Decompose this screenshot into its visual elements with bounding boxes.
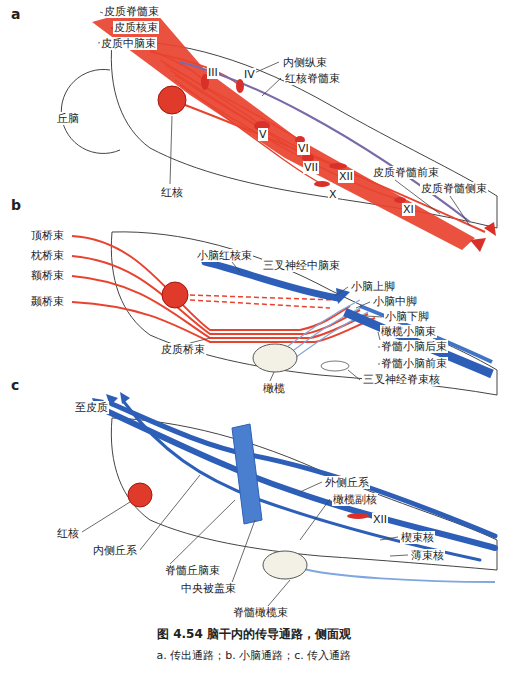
structure-label: 薄束核	[410, 549, 445, 562]
structure-label: XI	[402, 203, 415, 216]
panel-letter: a	[10, 6, 21, 22]
structure-label: 红核	[56, 527, 80, 540]
structure-label: 橄榄副核	[332, 493, 378, 506]
structure-label: 脊髓小脑后束	[380, 340, 448, 353]
structure-label: 脊髓丘脑束	[164, 564, 221, 577]
structure-label: 小脑红核束	[196, 249, 253, 262]
caption-subline: a. 传出通路；b. 小脑通路；c. 传入通路	[0, 648, 508, 663]
structure-label: 皮质脊髓束	[103, 5, 160, 18]
structure-label: 小脑中脚	[372, 295, 418, 308]
structure-label: IV	[243, 68, 256, 81]
structure-label: 丘脑	[56, 112, 80, 125]
structure-label: 脊髓小脑前束	[380, 357, 448, 370]
structure-label: 皮质核束	[113, 21, 159, 34]
structure-label: 小脑上脚	[350, 280, 396, 293]
structure-label: 楔束核	[400, 531, 435, 544]
panel-letter: c	[10, 377, 20, 393]
structure-label: 内侧丘系	[92, 544, 138, 557]
structure-label: 皮质桥束	[160, 343, 206, 356]
structure-label: 三叉神经脊束核	[362, 373, 441, 386]
structure-label: 至皮质	[74, 401, 109, 414]
structure-label: 额桥束	[30, 269, 65, 282]
structure-label: 脊髓橄榄束	[232, 606, 289, 619]
structure-label: 红核脊髓束	[284, 72, 341, 85]
structure-label: 皮质脊髓侧束	[420, 182, 488, 195]
structure-label: 颞桥束	[30, 295, 65, 308]
structure-label: 枕桥束	[30, 249, 65, 262]
structure-label: 皮质脊髓前束	[372, 166, 440, 179]
structure-label: 顶桥束	[30, 229, 65, 242]
structure-label: 内侧纵束	[282, 56, 328, 69]
structure-label: 橄榄	[262, 382, 286, 395]
structure-label: 三叉神经中脑束	[262, 259, 341, 272]
structure-label: VII	[303, 161, 319, 174]
structure-label: 中央被盖束	[180, 582, 237, 595]
structure-label: 小脑下脚	[384, 310, 430, 323]
structure-label: 皮质中脑束	[100, 37, 157, 50]
structure-label: VI	[297, 142, 310, 155]
structure-label: XII	[372, 513, 388, 526]
structure-label: III	[207, 66, 219, 79]
figure-caption: 图 4.54 脑干内的传导通路，侧面观	[0, 626, 508, 643]
structure-label: 外侧丘系	[324, 476, 370, 489]
structure-label: XII	[338, 170, 354, 183]
structure-label: 橄榄小脑束	[380, 325, 437, 338]
structure-label: V	[258, 128, 268, 141]
panel-letter: b	[10, 197, 22, 213]
structure-label: X	[328, 188, 338, 201]
structure-label: 红核	[160, 186, 184, 199]
